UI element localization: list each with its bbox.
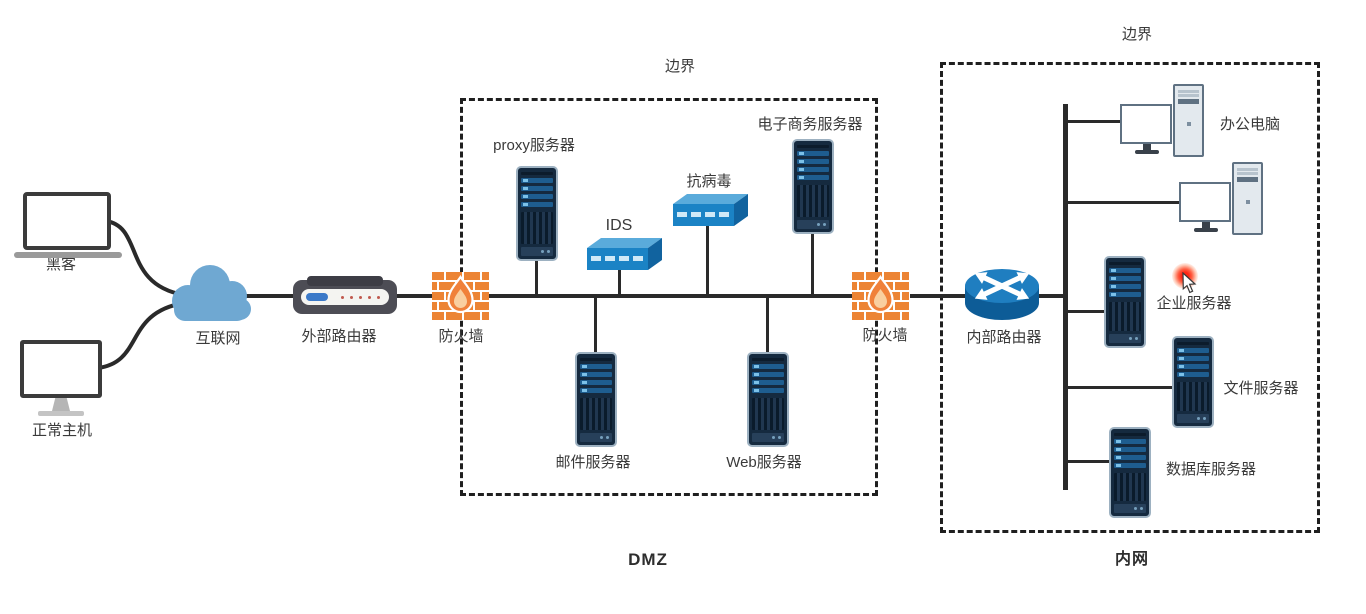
dmz-bus [486,294,854,298]
access-link-curves [96,219,186,370]
intranet-backbone [1063,104,1068,490]
mail-server-label: 邮件服务器 [555,454,631,471]
internet-label: 互联网 [195,330,241,347]
internal-router-icon [965,269,1039,320]
external-router-icon [293,276,397,314]
branch-office-pc-2 [1066,201,1182,204]
router-led [306,293,328,301]
antivirus-label: 抗病毒 [686,173,732,190]
ids-label: IDS [605,217,633,234]
enterprise-server-label: 企业服务器 [1156,295,1232,312]
drop-web [766,296,769,354]
ids-appliance-icon [587,238,662,270]
link-router-firewall [394,294,436,298]
firewall-right-label: 防火墙 [862,327,908,344]
branch-office-pc [1066,120,1122,123]
file-server-label: 文件服务器 [1223,380,1299,397]
drop-mail [594,296,597,354]
antivirus-appliance-icon [673,194,748,226]
drop-antivirus [706,222,709,296]
proxy-server-label: proxy服务器 [493,137,575,154]
database-server-label: 数据库服务器 [1165,461,1256,478]
office-pc-icon [1120,84,1204,162]
firewall-left-label: 防火墙 [438,328,484,345]
database-server-icon [1109,427,1151,518]
internal-router-label: 内部路由器 [966,329,1042,346]
firewall-left-icon [432,272,489,320]
drop-ecommerce [811,231,814,296]
file-server-icon [1172,336,1214,428]
link-firewall-internal-router [910,294,966,298]
mouse-cursor-icon [1182,272,1197,294]
firewall-right-icon [852,272,909,320]
drop-ids [618,264,621,296]
web-server-icon [747,352,789,447]
office-pc-2-icon [1179,162,1263,240]
intranet-boundary-label: 边界 [1121,26,1152,43]
ecommerce-server-icon [792,139,834,234]
office-pc-label: 办公电脑 [1219,116,1280,133]
dmz-zone-label: DMZ [628,550,668,569]
external-router-label: 外部路由器 [301,328,377,345]
link-internet-router [246,294,296,298]
normal-host-label: 正常主机 [31,422,92,439]
enterprise-server-icon [1104,256,1146,348]
branch-database [1066,460,1112,463]
proxy-server-icon [516,166,558,261]
intranet-zone-label: 内网 [1114,551,1149,568]
dmz-boundary-label: 边界 [664,58,695,75]
branch-enterprise [1066,310,1107,313]
internet-cloud-icon [172,265,251,321]
hacker-label: 黑客 [45,256,76,273]
link-internal-router-backbone [1036,294,1068,298]
web-server-label: Web服务器 [726,454,802,471]
branch-file [1066,386,1174,389]
mail-server-icon [575,352,617,447]
router-port-dots [341,295,380,299]
hacker-laptop-icon [14,192,122,258]
normal-host-icon [20,340,102,416]
drop-proxy [535,256,538,296]
ecommerce-server-label: 电子商务服务器 [757,116,863,133]
